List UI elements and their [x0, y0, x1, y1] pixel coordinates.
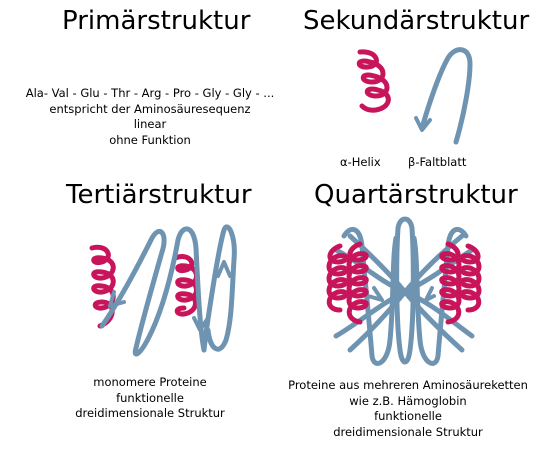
tertiary-helix-right — [172, 254, 199, 317]
quaternary-line-2: wie z.B. Hämoglobin — [349, 393, 467, 408]
quaternary-sheet-arrowhead-2 — [424, 286, 436, 302]
quaternary-line-1: Proteine aus mehreren Aminosäureketten — [288, 378, 528, 392]
quaternary-sheet-cross-4 — [347, 233, 465, 353]
alpha-helix-label: α-Helix — [340, 155, 381, 169]
tertiary-sheet-strand-1 — [99, 226, 207, 357]
beta-sheet-label: β-Faltblatt — [408, 155, 467, 169]
tertiary-line-1: monomere Proteine — [93, 375, 207, 389]
tertiary-line-3: dreidimensionale Struktur — [75, 406, 225, 420]
quaternary-line-3: funktionelle — [374, 409, 442, 423]
primary-structure-title: Primärstruktur — [62, 6, 251, 36]
amino-acid-sequence: Ala- Val - Glu - Thr - Arg - Pro - Gly -… — [25, 86, 275, 100]
tertiary-helix-left — [89, 244, 116, 329]
quaternary-helix-left-outer — [326, 243, 349, 313]
quaternary-sheet-right-outer — [411, 227, 469, 366]
tertiary-description: monomere Proteine funktionelle dreidimen… — [40, 375, 260, 422]
tertiary-structure-title: Tertiärstruktur — [66, 180, 252, 210]
tertiary-sheet-arrowhead-3 — [192, 316, 210, 332]
primary-line-2: entspricht der Aminosäuresequenz — [49, 101, 251, 116]
primary-line-3: linear — [133, 117, 167, 131]
tertiary-sheet-arrowhead-1 — [108, 290, 126, 308]
quaternary-description: Proteine aus mehreren Aminosäureketten w… — [272, 378, 544, 440]
beta-sheet-strand — [419, 47, 473, 145]
tertiary-line-2: funktionelle — [116, 390, 184, 405]
primary-line-4: ohne Funktion — [109, 132, 191, 147]
primary-description: Ala- Val - Glu - Thr - Arg - Pro - Gly -… — [10, 86, 290, 148]
quaternary-helix-right-outer — [459, 243, 482, 313]
quaternary-sheet-left-outer — [341, 227, 399, 366]
quaternary-sheet-arrowhead-1 — [366, 286, 384, 302]
alpha-helix-coil — [356, 49, 391, 113]
tertiary-sheet-arrowhead-2 — [216, 260, 232, 278]
tertiary-sheet-strand-2 — [201, 224, 237, 353]
secondary-structure-title: Sekundärstruktur — [303, 6, 530, 36]
quaternary-helix-right-inner — [439, 241, 462, 325]
quaternary-helix-left-inner — [346, 241, 369, 325]
quaternary-line-4: dreidimensionale Struktur — [333, 424, 483, 439]
quaternary-structure-title: Quartärstruktur — [314, 180, 518, 210]
beta-sheet-arrowhead — [414, 116, 432, 132]
